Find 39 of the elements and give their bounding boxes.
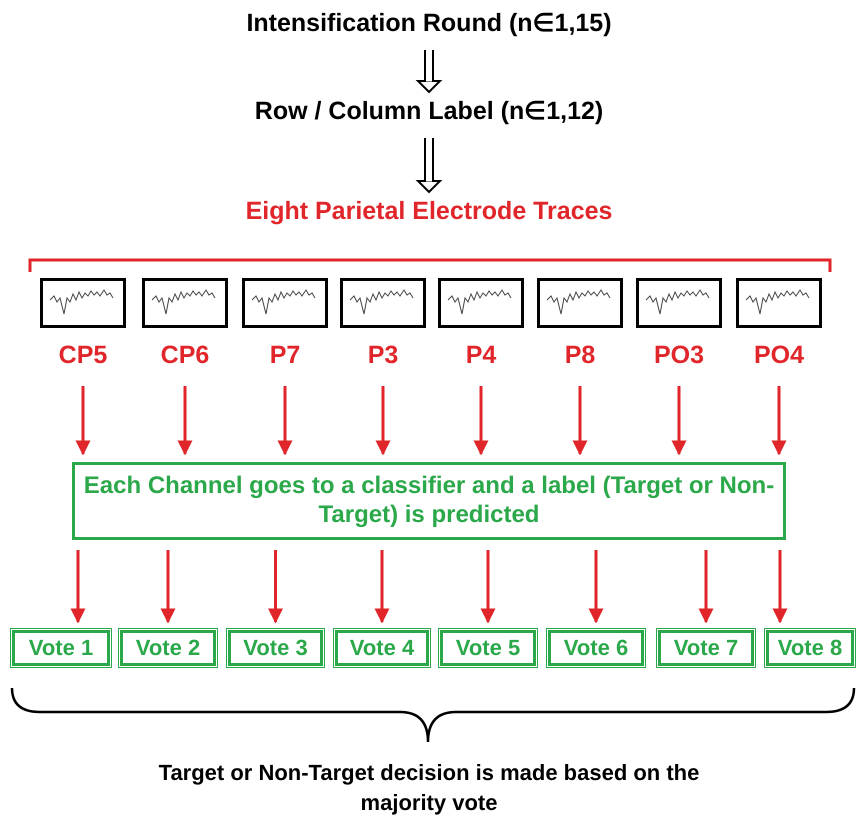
classifier-box: Each Channel goes to a classifier and a label (Target or Non-Target) is predicted xyxy=(72,462,786,540)
vote-box: Vote 6 xyxy=(548,630,644,666)
electrode-label: P3 xyxy=(366,340,400,370)
arrow xyxy=(474,386,488,456)
vote-box: Vote 8 xyxy=(766,630,854,666)
electrode-label: CP6 xyxy=(160,340,210,370)
vote-box: Vote 7 xyxy=(658,630,754,666)
vote-box: Vote 5 xyxy=(440,630,536,666)
vote-box: Vote 1 xyxy=(12,630,110,666)
arrow xyxy=(278,386,292,456)
section-heading: Eight Parietal Electrode Traces xyxy=(129,194,729,228)
arrow xyxy=(572,386,588,456)
electrode-label: PO3 xyxy=(652,340,706,370)
vote-box: Vote 2 xyxy=(120,630,216,666)
arrow xyxy=(374,550,390,624)
step-label: Row / Column Label (n∈1,12) xyxy=(129,94,729,128)
electrode-label: PO4 xyxy=(752,340,806,370)
electrode-label: P4 xyxy=(464,340,498,370)
arrow xyxy=(268,550,283,624)
arrow xyxy=(480,550,496,624)
arrow xyxy=(672,386,686,456)
hollow-arrow xyxy=(416,138,442,194)
arrow xyxy=(76,386,90,456)
electrode-label: P8 xyxy=(564,340,596,370)
arrow xyxy=(178,386,192,456)
arrow xyxy=(376,386,390,456)
electrode-label: CP5 xyxy=(58,340,108,370)
arrow xyxy=(772,550,788,624)
arrow xyxy=(698,550,714,624)
vote-box: Vote 3 xyxy=(228,630,323,666)
vote-box: Vote 4 xyxy=(335,630,429,666)
decision-note: Target or Non-Target decision is made based on the majority vote xyxy=(158,759,700,817)
hollow-arrow xyxy=(416,50,442,94)
arrow xyxy=(588,550,604,624)
step-label: Intensification Round (n∈1,15) xyxy=(129,6,729,40)
arrow xyxy=(772,386,786,456)
arrow xyxy=(70,550,86,624)
arrow xyxy=(160,550,176,624)
electrode-label: P7 xyxy=(268,340,302,370)
